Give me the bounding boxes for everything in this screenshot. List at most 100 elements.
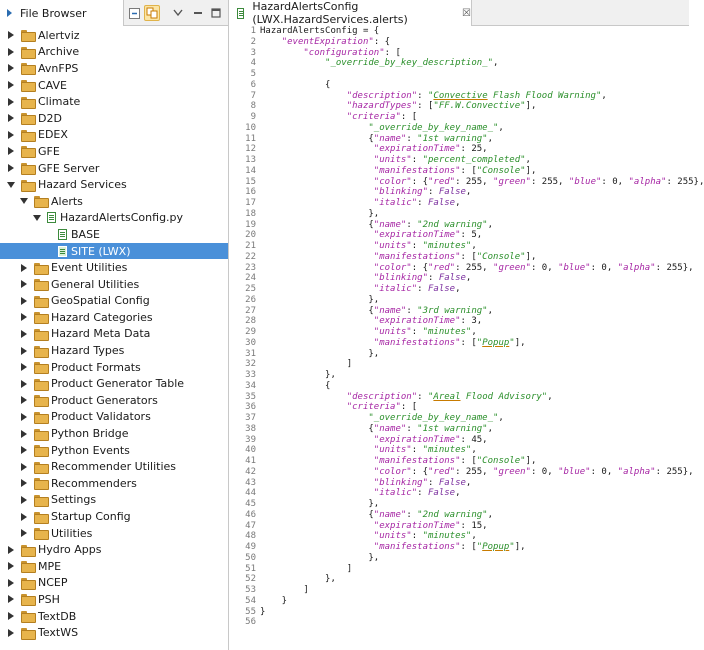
code-line[interactable]: "expirationTime": 15, — [373, 520, 488, 531]
tree-item[interactable]: Product Validators — [0, 409, 228, 426]
tree-item[interactable]: Hazard Services — [0, 176, 228, 193]
code-line[interactable] — [260, 69, 689, 80]
code-line[interactable]: "eventExpiration": { — [281, 36, 391, 47]
collapsed-arrow-icon[interactable] — [19, 478, 29, 488]
code-line[interactable]: "units": "minutes", — [373, 445, 477, 456]
tree-item[interactable]: GFE — [0, 143, 228, 160]
code-line[interactable]: "italic": False, — [373, 488, 461, 499]
tree-item[interactable]: General Utilities — [0, 276, 228, 293]
tree-item[interactable]: SITE (LWX) — [0, 242, 228, 260]
editor-tab[interactable]: HazardAlertsConfig (LWX.HazardServices.a… — [232, 0, 472, 26]
code-line[interactable]: "italic": False, — [373, 284, 461, 294]
link-with-editor-button[interactable] — [144, 5, 160, 21]
file-browser-tab[interactable]: File Browser — [0, 0, 124, 26]
code-line[interactable]: "color": {"red": 255, "green": 255, "blu… — [373, 176, 704, 187]
collapsed-arrow-icon[interactable] — [19, 395, 29, 405]
tree-item[interactable]: MPE — [0, 558, 228, 575]
collapsed-arrow-icon[interactable] — [19, 296, 29, 306]
tree-item[interactable]: Hazard Meta Data — [0, 326, 228, 343]
code-line[interactable]: "units": "minutes", — [373, 327, 477, 337]
code-line[interactable]: {"name": "1st warning", — [260, 133, 494, 144]
minimize-button[interactable] — [190, 5, 206, 21]
tree-item[interactable]: Settings — [0, 492, 228, 509]
tree-item[interactable]: Utilities — [0, 525, 228, 542]
code-line[interactable]: "italic": False, — [373, 198, 461, 208]
tree-item[interactable]: TextDB — [0, 608, 228, 625]
tree-item[interactable]: PSH — [0, 591, 228, 608]
collapsed-arrow-icon[interactable] — [19, 462, 29, 472]
code-line[interactable]: }, — [260, 294, 380, 305]
tree-item[interactable]: Product Generator Table — [0, 375, 228, 392]
tree-item[interactable]: CAVE — [0, 77, 228, 94]
code-line[interactable]: "expirationTime": 45, — [373, 434, 488, 445]
collapsed-arrow-icon[interactable] — [19, 362, 29, 372]
expanded-arrow-icon[interactable] — [32, 213, 42, 223]
code-line[interactable]: "manifestations": ["Popup"], — [373, 337, 526, 348]
code-line[interactable]: {"name": "2nd warning", — [260, 219, 494, 230]
tree-item[interactable]: Python Bridge — [0, 425, 228, 442]
collapsed-arrow-icon[interactable] — [19, 263, 29, 273]
tree-item[interactable]: TextWS — [0, 624, 228, 641]
code-line[interactable]: } — [260, 606, 266, 617]
tree-item[interactable]: Hazard Types — [0, 342, 228, 359]
tree-item[interactable]: Product Formats — [0, 359, 228, 376]
collapsed-arrow-icon[interactable] — [19, 512, 29, 522]
code-line[interactable]: "_override_by_key_name_", — [368, 122, 504, 133]
code-line[interactable]: "color": {"red": 255, "green": 0, "blue"… — [373, 262, 694, 273]
code-line[interactable]: "criteria": [ — [346, 112, 418, 122]
tree-item[interactable]: HazardAlertsConfig.py — [0, 210, 228, 227]
code-line[interactable]: "expirationTime": 25, — [373, 144, 488, 155]
collapsed-arrow-icon[interactable] — [6, 561, 16, 571]
collapsed-arrow-icon[interactable] — [6, 594, 16, 604]
code-line[interactable]: "blinking": False, — [373, 187, 472, 198]
collapsed-arrow-icon[interactable] — [6, 163, 16, 173]
collapsed-arrow-icon[interactable] — [6, 130, 16, 140]
collapsed-arrow-icon[interactable] — [6, 47, 16, 57]
code-line[interactable]: "manifestations": ["Console"], — [373, 165, 537, 176]
collapsed-arrow-icon[interactable] — [6, 80, 16, 90]
code-line[interactable] — [260, 617, 689, 628]
tree-item[interactable]: Recommender Utilities — [0, 458, 228, 475]
code-line[interactable]: "description": "Convective Flash Flood W… — [346, 90, 607, 101]
code-line[interactable]: "manifestations": ["Popup"], — [373, 542, 526, 552]
tree-item[interactable]: Startup Config — [0, 508, 228, 525]
code-line[interactable]: ] — [260, 359, 353, 370]
code-line[interactable]: "configuration": [ — [303, 47, 401, 58]
tree-item[interactable]: Hazard Categories — [0, 309, 228, 326]
maximize-button[interactable] — [208, 5, 224, 21]
code-line[interactable]: "expirationTime": 5, — [373, 230, 483, 241]
code-line[interactable]: "manifestations": ["Console"], — [373, 456, 537, 466]
tree-item[interactable]: EDEX — [0, 127, 228, 144]
code-line[interactable]: }, — [260, 208, 380, 219]
collapsed-arrow-icon[interactable] — [6, 578, 16, 588]
tree-item[interactable]: Hydro Apps — [0, 541, 228, 558]
tree-item[interactable]: NCEP — [0, 575, 228, 592]
code-line[interactable]: ] — [260, 585, 309, 595]
collapsed-arrow-icon[interactable] — [6, 113, 16, 123]
code-line[interactable]: {"name": "3rd warning", — [260, 305, 494, 316]
collapsed-arrow-icon[interactable] — [19, 279, 29, 289]
code-line[interactable]: "blinking": False, — [373, 477, 472, 488]
tree-item[interactable]: Alertviz — [0, 27, 228, 44]
code-line[interactable]: HazardAlertsConfig = { — [260, 26, 380, 36]
collapsed-arrow-icon[interactable] — [19, 495, 29, 505]
code-line[interactable]: { — [260, 380, 331, 391]
tree-item[interactable]: Product Generators — [0, 392, 228, 409]
collapse-all-button[interactable] — [126, 5, 142, 21]
collapsed-arrow-icon[interactable] — [19, 346, 29, 356]
collapsed-arrow-icon[interactable] — [6, 628, 16, 638]
collapsed-arrow-icon[interactable] — [19, 445, 29, 455]
tree-item[interactable]: Python Events — [0, 442, 228, 459]
collapsed-arrow-icon[interactable] — [19, 312, 29, 322]
code-line[interactable]: "_override_by_key_description_", — [325, 58, 499, 69]
collapsed-arrow-icon[interactable] — [6, 146, 16, 156]
code-line[interactable]: "units": "minutes", — [373, 241, 477, 251]
collapsed-arrow-icon[interactable] — [19, 329, 29, 339]
tree-item[interactable]: GeoSpatial Config — [0, 293, 228, 310]
code-line[interactable]: }, — [260, 499, 380, 509]
code-line[interactable]: "blinking": False, — [373, 273, 472, 284]
collapsed-arrow-icon[interactable] — [6, 97, 16, 107]
collapsed-arrow-icon[interactable] — [19, 528, 29, 538]
expanded-arrow-icon[interactable] — [6, 180, 16, 190]
collapsed-arrow-icon[interactable] — [6, 30, 16, 40]
